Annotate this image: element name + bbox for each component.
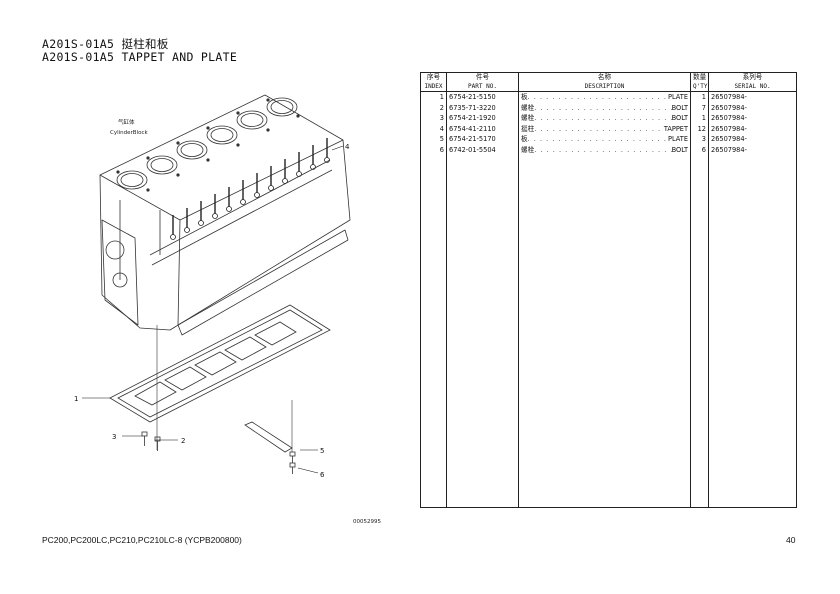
table-row: 2 6735-71-3220 螺栓. . . . . . . . . . . .… [420,102,797,113]
row-index: 6 [420,144,447,155]
row-description: 挺柱. . . . . . . . . . . . . . . . . . . … [518,123,691,134]
header-serial-en: SERIAL NO. [708,82,797,92]
row-part-no: 6754-21-5170 [446,134,519,145]
small-plate [244,421,293,453]
table-row: 5 6754-21-5170 板. . . . . . . . . . . . … [420,134,797,145]
row-description-en: PLATE [668,135,688,143]
row-description: 螺栓. . . . . . . . . . . . . . . . . . . … [518,102,691,113]
header-part-no-cn: 件号 [446,72,519,82]
header-qty-en: Q'TY [690,82,709,92]
tappet-cover-plate [109,304,331,423]
row-description-en: BOLT [671,114,688,122]
row-serial: 26507984- [708,113,797,124]
row-qty: 12 [690,123,709,134]
header-serial-cn: 系列号 [708,72,797,82]
row-part-no: 6754-41-2110 [446,123,519,134]
row-description-cn: 螺栓 [521,114,535,122]
drawing-number: 00052995 [353,519,381,525]
table-row: 3 6754-21-1920 螺栓. . . . . . . . . . . .… [420,113,797,124]
header-part-no-en: PART NO. [446,82,519,92]
row-part-no: 6735-71-3220 [446,102,519,113]
row-description-en: BOLT [671,103,688,112]
page-title: A201S-01A5 挺柱和板 A201S-01A5 TAPPET AND PL… [42,38,237,64]
row-part-no: 6754-21-5150 [446,91,519,103]
callout-3: 3 [112,433,116,441]
title-english: A201S-01A5 TAPPET AND PLATE [42,50,238,64]
table-row: 6 6742-01-5504 螺栓. . . . . . . . . . . .… [420,144,797,155]
table-header-en: INDEX PART NO. DESCRIPTION Q'TY SERIAL N… [420,82,797,92]
cylinder-bores [116,97,298,190]
row-description-en: BOLT [671,145,688,154]
tappets [172,138,328,235]
row-description-cn: 螺栓 [521,103,535,112]
cylinder-block-label-en: CylinderBlock [110,130,148,136]
header-description-en: DESCRIPTION [518,82,691,92]
row-qty: 7 [690,102,709,113]
row-serial: 26507984- [708,102,797,113]
row-description: 螺栓. . . . . . . . . . . . . . . . . . . … [518,144,691,155]
table-empty-space [420,155,797,508]
row-qty: 1 [690,113,709,124]
table-row: 1 6754-21-5150 板. . . . . . . . . . . . … [420,91,797,103]
row-index: 4 [420,123,447,134]
row-qty: 3 [690,134,709,145]
callout-1: 1 [74,395,78,403]
row-description: 板. . . . . . . . . . . . . . . . . . . .… [518,134,691,145]
row-description-cn: 挺柱 [521,124,535,133]
row-index: 2 [420,102,447,113]
row-index: 3 [420,113,447,124]
callout-4: 4 [345,143,350,151]
row-serial: 26507984- [708,144,797,155]
row-part-no: 6754-21-1920 [446,113,519,124]
header-description-cn: 名称 [518,72,691,82]
header-index-en: INDEX [420,82,447,92]
callout-5: 5 [320,447,324,455]
parts-table: 序号 件号 名称 数量 系列号 INDEX PART NO. DESCRIPTI… [420,72,797,508]
row-qty: 1 [690,91,709,103]
bolts [141,431,296,474]
cylinder-block-label-cn: 气缸体 [118,118,135,126]
applicable-models: PC200,PC200LC,PC210,PC210LC-8 (YCPB20080… [42,535,242,545]
row-description-en: TAPPET [663,124,688,133]
row-index: 5 [420,134,447,145]
header-qty-cn: 数量 [690,72,709,82]
table-header-cn: 序号 件号 名称 数量 系列号 [420,72,797,82]
callout-6: 6 [320,471,325,479]
page-number: 40 [786,535,796,545]
table-row: 4 6754-41-2110 挺柱. . . . . . . . . . . .… [420,123,797,134]
row-qty: 6 [690,144,709,155]
row-description-cn: 板 [521,135,528,143]
row-description-en: PLATE [668,93,688,101]
row-serial: 26507984- [708,123,797,134]
row-description: 板. . . . . . . . . . . . . . . . . . . .… [518,91,691,103]
row-description-cn: 螺栓 [521,145,535,154]
row-serial: 26507984- [708,91,797,103]
row-serial: 26507984- [708,134,797,145]
row-index: 1 [420,91,447,103]
row-part-no: 6742-01-5504 [446,144,519,155]
title-chinese: A201S-01A5 挺柱和板 [42,37,169,51]
callout-2: 2 [181,437,185,445]
exploded-parts-diagram: 1 2 3 4 5 6 气缸体 CylinderBlock 00052995 [74,94,381,525]
header-index-cn: 序号 [420,72,447,82]
row-description: 螺栓. . . . . . . . . . . . . . . . . . . … [518,113,691,124]
row-description-cn: 板 [521,93,528,101]
engine-block-outline [99,94,351,331]
